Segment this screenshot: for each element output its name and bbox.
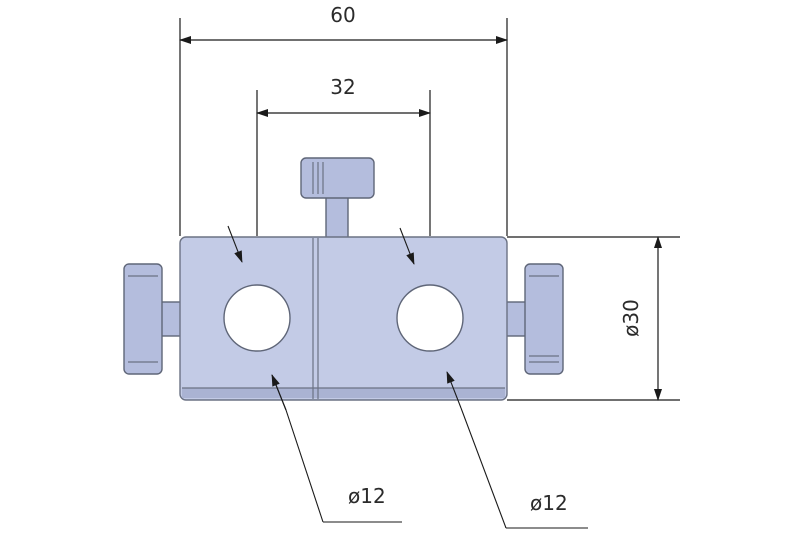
dimension-label-o12-left: ø12 [348,484,386,508]
right-bore-hole [396,284,464,352]
dimension-hole-spacing: 32 [256,75,431,117]
right-thumb-screw [504,263,564,375]
dimension-label-o12-right: ø12 [530,491,568,515]
top-thumb-screw [300,157,375,239]
clamp-body [179,236,508,401]
left-thumb-screw [123,263,183,375]
dimension-label-60: 60 [330,3,355,27]
dimension-left-hole: ø12 [227,225,402,523]
dimension-label-o30: ø30 [619,299,643,337]
dimension-overall-width: 60 [179,3,508,44]
dimension-label-32: 32 [330,75,355,99]
left-bore-hole [223,284,291,352]
dimension-body-diameter: ø30 [619,236,662,401]
dimension-right-hole: ø12 [399,227,588,529]
